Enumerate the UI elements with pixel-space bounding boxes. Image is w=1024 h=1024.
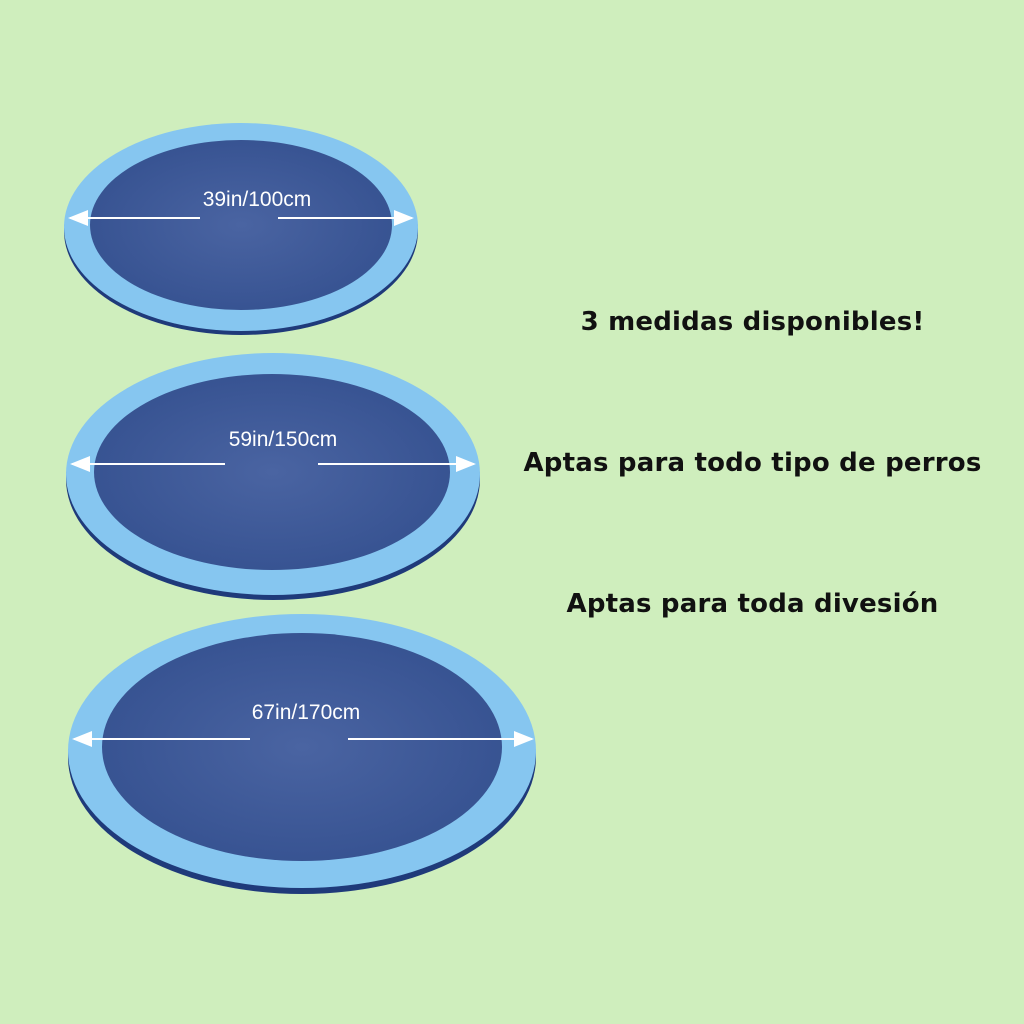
pool-size-label: 59in/150cm: [229, 428, 338, 451]
pool-size-label: 39in/100cm: [203, 188, 312, 211]
pool-large: 67in/170cm: [68, 614, 536, 894]
feature-all-dogs: Aptas para todo tipo de perros: [523, 448, 982, 478]
pool-size-label: 67in/170cm: [252, 701, 361, 724]
pool-small: 39in/100cm: [64, 123, 418, 335]
feature-sizes-available: 3 medidas disponibles!: [580, 307, 925, 337]
pool-medium: 59in/150cm: [66, 353, 480, 600]
feature-fun: Aptas para toda divesión: [566, 589, 939, 619]
